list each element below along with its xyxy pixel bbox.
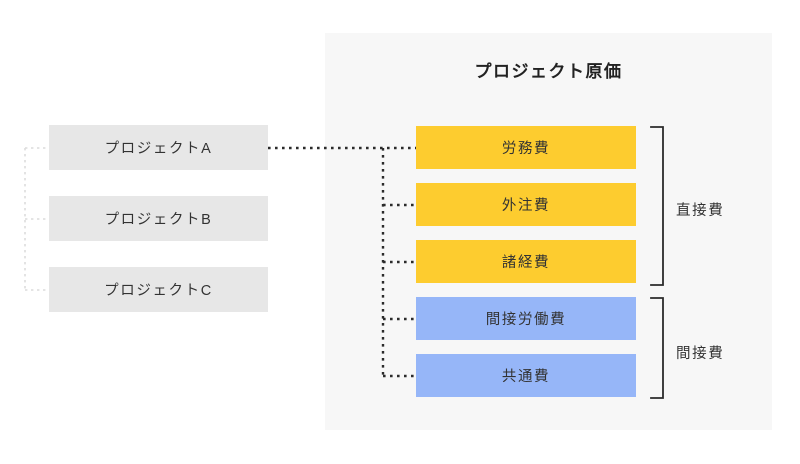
project-label: プロジェクトA (104, 141, 213, 157)
cost-box-common[interactable]: 共通費 (416, 354, 636, 397)
group-label-direct: 直接費 (676, 203, 725, 219)
page-title: プロジェクト原価 (474, 62, 623, 81)
project-box-c[interactable]: プロジェクトC (49, 267, 268, 312)
cost-box-indirect-labor[interactable]: 間接労働費 (416, 297, 636, 340)
project-box-b[interactable]: プロジェクトB (49, 196, 268, 241)
cost-box-outsourcing[interactable]: 外注費 (416, 183, 636, 226)
cost-box-labor[interactable]: 労務費 (416, 126, 636, 169)
cost-label: 間接労働費 (485, 312, 567, 328)
cost-label: 共通費 (501, 369, 551, 385)
project-label: プロジェクトB (104, 212, 213, 228)
cost-label: 外注費 (501, 198, 551, 214)
cost-label: 諸経費 (501, 255, 551, 271)
cost-label: 労務費 (501, 141, 551, 157)
cost-box-expenses[interactable]: 諸経費 (416, 240, 636, 283)
project-connector-light (24, 147, 49, 291)
project-label: プロジェクトC (104, 283, 213, 299)
project-box-a[interactable]: プロジェクトA (49, 125, 268, 170)
group-label-indirect: 間接費 (676, 346, 725, 362)
